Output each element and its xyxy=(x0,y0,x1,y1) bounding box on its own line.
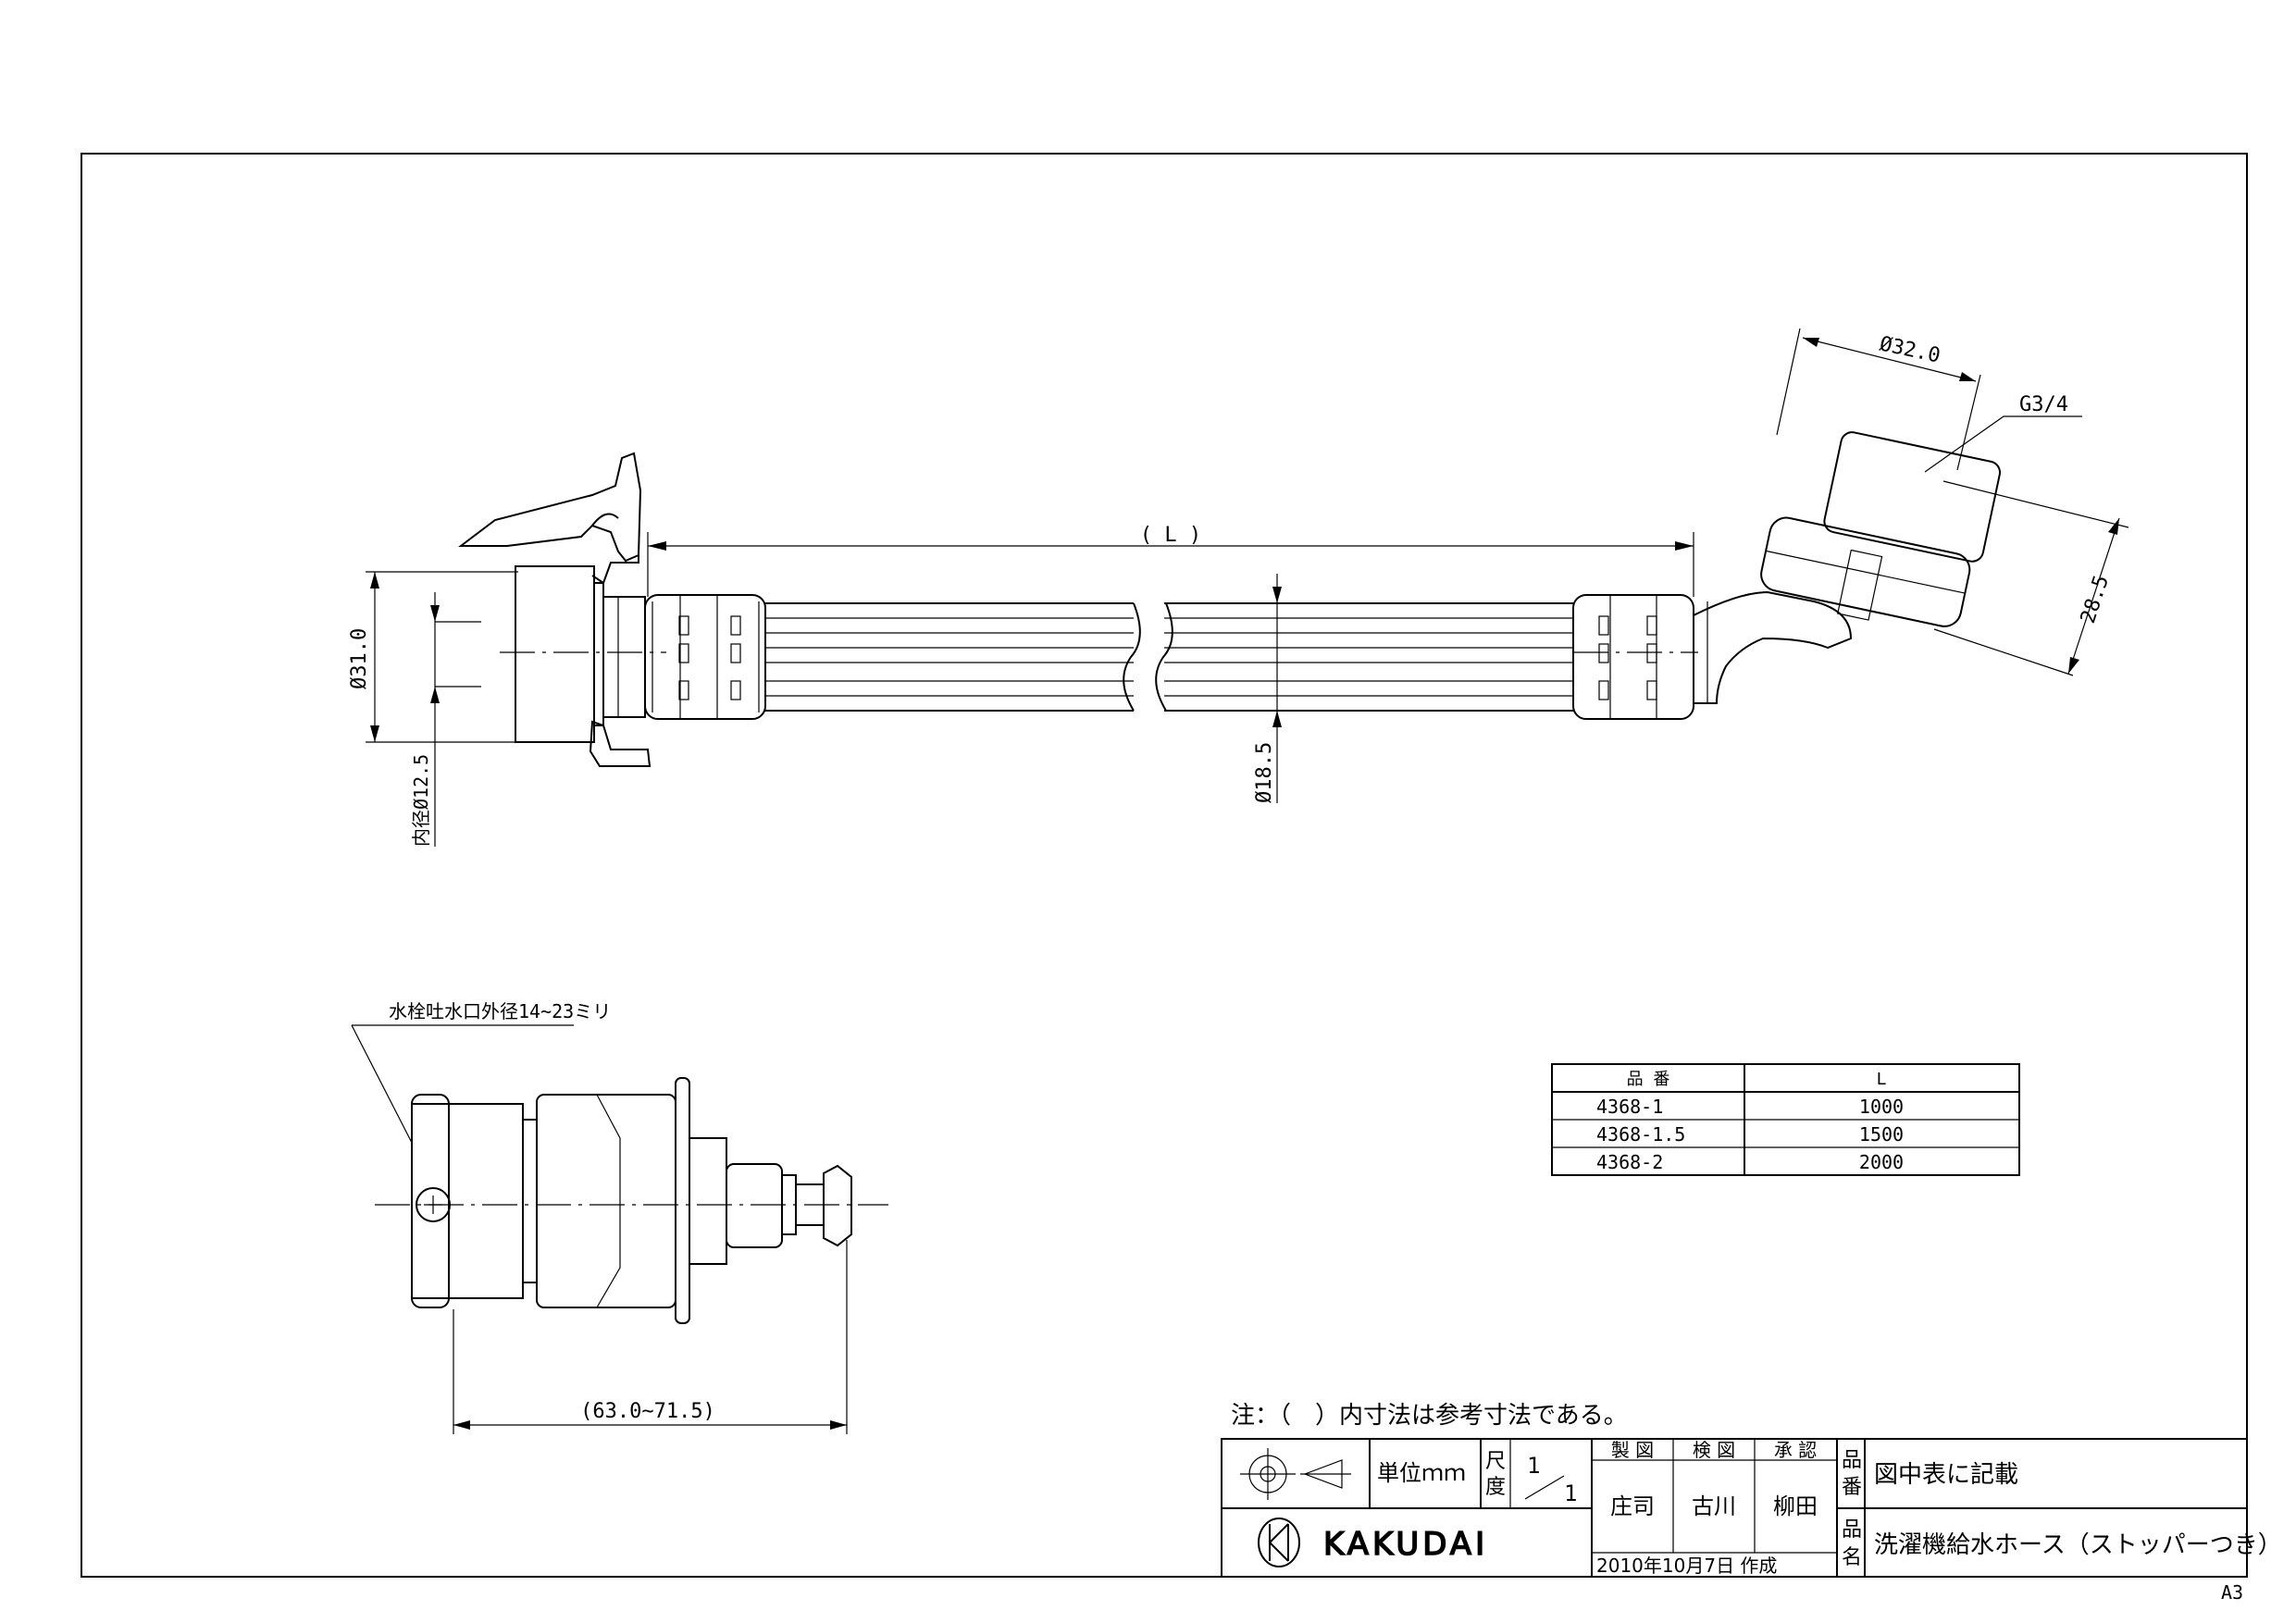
dim-length: ( L ) xyxy=(1140,524,1201,547)
dim-28-5: 28.5 xyxy=(2077,573,2114,626)
dim-dia-32: Ø32.0 xyxy=(1878,332,1942,367)
faucet-note: 水栓吐水口外径14~23ミリ xyxy=(389,1000,611,1022)
part-table: 品 番 L 4368-1 1000 4368-1.5 1500 4368-2 2… xyxy=(1551,1063,2020,1176)
table-header-part: 品 番 xyxy=(1627,1070,1670,1089)
part-number-value: 図中表に記載 xyxy=(1874,1461,2018,1489)
dim-dia-31: Ø31.0 xyxy=(348,628,371,689)
table-cell-length: 2000 xyxy=(1859,1151,1904,1173)
table-cell-part: 4368-1.5 xyxy=(1596,1123,1685,1146)
dim-bore: 内径Ø12.5 xyxy=(410,754,432,847)
hose-elbow xyxy=(1693,590,1853,704)
dim-thread: G3/4 xyxy=(2019,393,2068,416)
role-approved: 承 認 xyxy=(1774,1439,1817,1461)
name-drafted: 庄司 xyxy=(1610,1493,1655,1519)
hose-sleeve-right xyxy=(1572,594,1694,720)
dim-range: (63.0~71.5) xyxy=(580,1400,715,1423)
faucet-connector-body xyxy=(515,565,595,743)
hose-assembly-view xyxy=(458,431,2002,767)
reference-note: 注：（ ）内寸法は参考寸法である。 xyxy=(1231,1402,1628,1430)
table-cell-length: 1500 xyxy=(1859,1123,1904,1146)
dimension-labels: ( L ) Ø32.0 G3/4 28.5 Ø31.0 内径Ø12.5 Ø18.… xyxy=(348,332,2114,847)
number-label: 番 xyxy=(1842,1476,1862,1499)
table-header-length: L xyxy=(1877,1070,1887,1089)
scale-denominator: 1 xyxy=(1564,1481,1577,1506)
faucet-adapter-view xyxy=(411,1077,852,1324)
name-checked: 古川 xyxy=(1692,1493,1736,1519)
scale-label: 尺 xyxy=(1485,1450,1506,1473)
name-approved: 柳田 xyxy=(1773,1493,1818,1519)
name-label: 品 xyxy=(1842,1518,1862,1542)
creation-date: 2010年10月7日 作成 xyxy=(1596,1555,1777,1577)
sheet-size: A3 xyxy=(2221,1581,2243,1604)
name-label: 名 xyxy=(1842,1546,1862,1569)
role-checked: 検 図 xyxy=(1693,1439,1735,1461)
unit-label: 単位ｍｍ xyxy=(1377,1460,1466,1486)
drawing-frame xyxy=(81,153,2248,1578)
role-drafted: 製 図 xyxy=(1611,1439,1654,1461)
scale-label: 度 xyxy=(1485,1476,1506,1499)
scale-numerator: 1 xyxy=(1527,1453,1540,1479)
lever-clip xyxy=(458,452,642,563)
hose-sleeve-left xyxy=(644,594,766,720)
projection-symbol-icon xyxy=(1240,1448,1351,1500)
dimension-lines xyxy=(366,328,2129,847)
table-cell-length: 1000 xyxy=(1859,1096,1904,1118)
machine-nut xyxy=(1760,431,2002,627)
hose-body xyxy=(765,602,1573,712)
dim-dia-18-5: Ø18.5 xyxy=(1253,742,1276,803)
table-cell-part: 4368-1 xyxy=(1596,1096,1663,1118)
adapter-body xyxy=(536,1094,676,1308)
table-cell-part: 4368-2 xyxy=(1596,1151,1663,1173)
brand-wordmark: KAKUDAI xyxy=(1323,1526,1488,1563)
kakudai-logo: KAKUDAI xyxy=(1258,1518,1488,1567)
bottom-hook xyxy=(589,720,652,767)
title-block: 単位ｍｍ 尺 度 1 1 製 図 検 図 承 認 庄司 古川 柳田 2010年1… xyxy=(1221,1438,2282,1578)
number-label: 品 xyxy=(1842,1449,1862,1472)
product-name: 洗濯機給水ホース（ストッパーつき） xyxy=(1874,1531,2282,1559)
